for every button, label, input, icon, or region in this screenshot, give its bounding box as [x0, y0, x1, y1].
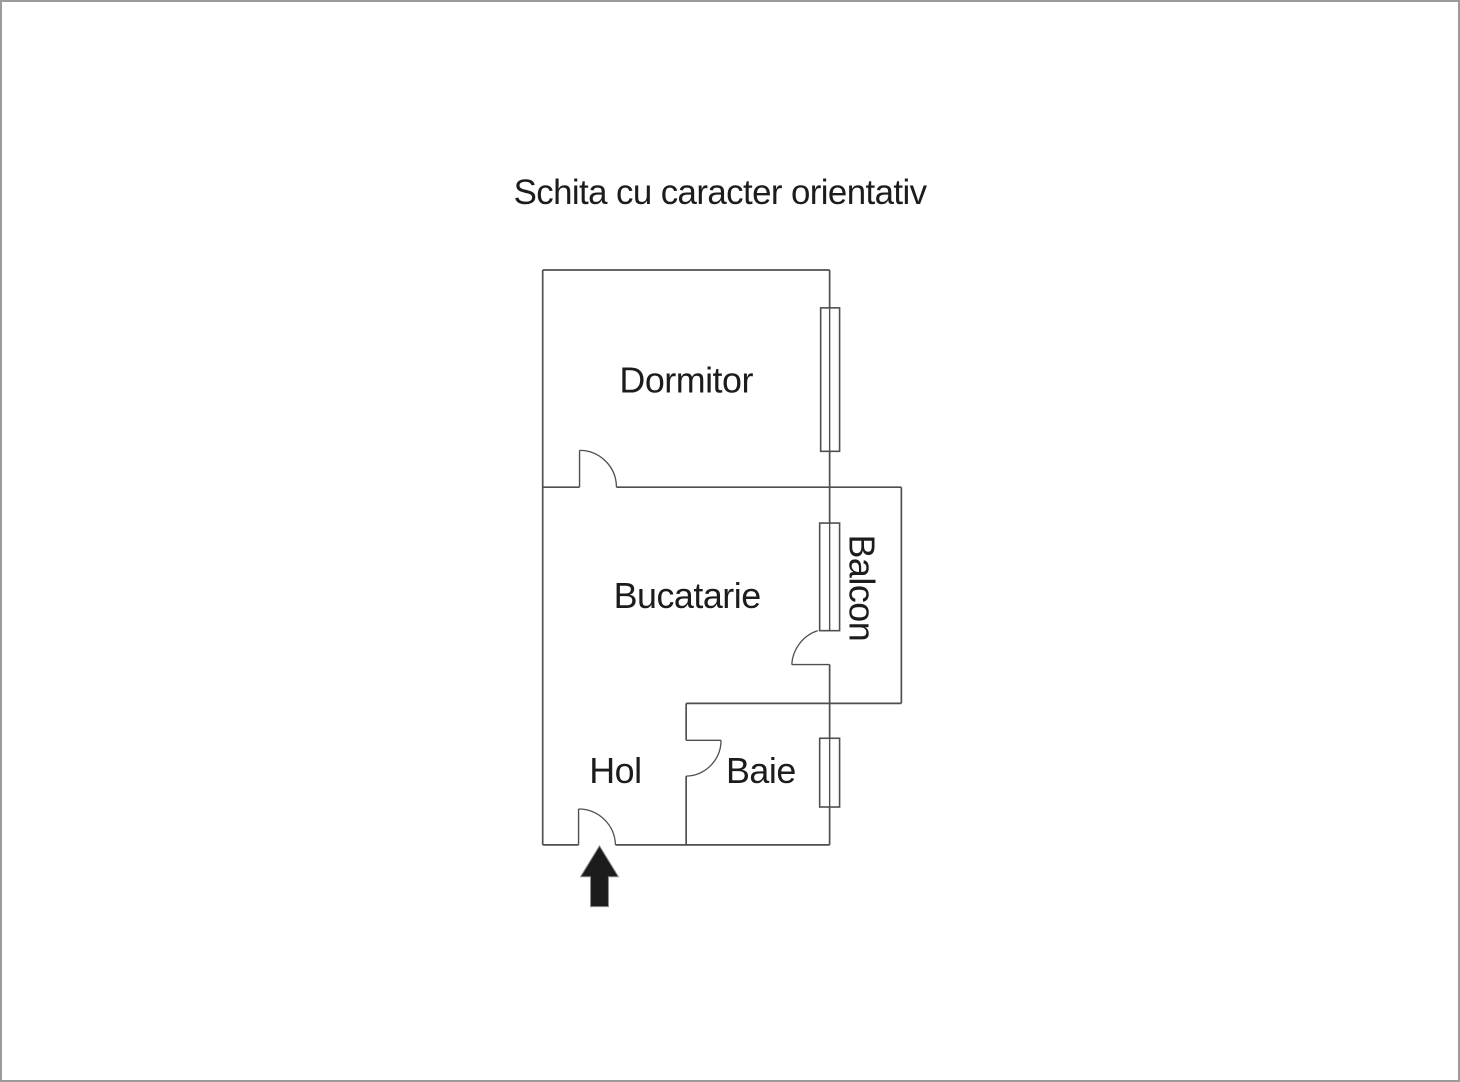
room-labels: Dormitor Bucatarie Hol Baie Balcon: [589, 361, 881, 792]
balcon-door-arc: [791, 630, 818, 665]
entrance-arrow: [579, 844, 620, 908]
room-label-balcon: Balcon: [842, 534, 882, 641]
entrance-door-arc: [578, 808, 617, 845]
room-label-dormitor: Dormitor: [619, 361, 753, 401]
room-label-bucatarie: Bucatarie: [614, 576, 761, 616]
doors: [577, 449, 830, 845]
page-title: Schita cu caracter orientativ: [514, 173, 928, 212]
windows: [818, 307, 841, 808]
dormitor-door-arc: [579, 449, 618, 488]
room-label-hol: Hol: [589, 751, 641, 791]
baie-door-arc: [686, 740, 722, 777]
room-label-baie: Baie: [726, 751, 796, 791]
